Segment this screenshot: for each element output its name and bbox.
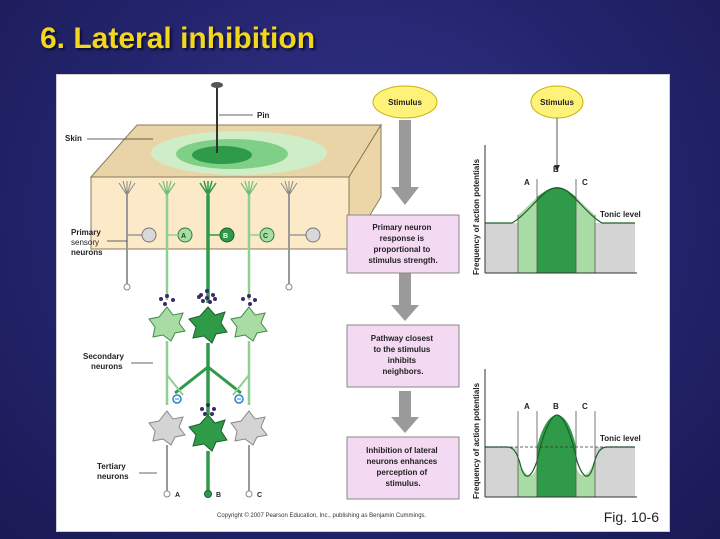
lateral-inhibition-diagram: Pin Skin [65,82,641,500]
flow-box-2-line-3: inhibits [388,356,417,365]
bottom-graph-ylabel: Frequency of action potentials [472,382,481,499]
flow-box-3-line-4: stimulus. [385,479,420,488]
secondary-label-2: neurons [91,362,123,371]
flow-box-2-line-1: Pathway closest [371,334,434,343]
primary-sensory-neurons [118,180,321,303]
primary-label-1: Primary [71,228,101,237]
primary-letter-b: B [223,233,228,240]
primary-label-3: neurons [71,248,103,257]
svg-text:Primary neuron respons: Primary neuron response is proportional … [368,223,437,265]
slide-title: 6. Lateral inhibition [40,22,316,55]
tertiary-letter-a: A [175,492,180,499]
flow-box-3 [346,436,460,500]
bottom-graph-tonic-label: Tonic level [600,434,641,443]
primary-label-2: sensory [71,238,99,247]
flow-box-3-line-2: neurons enhances [367,457,438,466]
top-graph-ylabel: Frequency of action potentials [472,158,481,275]
tertiary-label-1: Tertiary [97,462,126,471]
tertiary-letter-b: B [216,492,221,499]
flow-box-1-line-4: stimulus strength. [368,256,437,265]
skin-block [89,123,382,251]
flow-box-2 [346,324,460,388]
primary-letter-c: C [263,233,268,240]
top-graph-letter-b: B [553,165,559,174]
pin-label: Pin [257,111,270,120]
flow-box-3-line-1: Inhibition of lateral [366,446,438,455]
bottom-graph-letter-a: A [524,402,530,411]
flow-box-2-line-2: to the stimulus [373,345,430,354]
top-graph-letter-c: C [582,178,588,187]
stimulus-label: Stimulus [388,98,422,107]
flow-arrows [391,120,419,433]
flow-box-1-line-2: response is [380,234,425,243]
flow-box-3-line-3: perception of [377,468,428,477]
tertiary-letter-c: C [257,492,262,499]
secondary-neurons [148,289,268,415]
pin [211,82,253,153]
copyright-notice: Copyright © 2007 Pearson Education, Inc.… [217,513,427,519]
stimulus-bubble [372,85,438,119]
tertiary-neurons [148,403,268,498]
primary-letter-a: A [181,233,186,240]
flow-box-2-line-4: neighbors. [383,367,424,376]
flow-box-1-line-1: Primary neuron [372,223,431,232]
figure-panel: Pin Skin [56,74,670,532]
bottom-graph-letter-b: B [553,402,559,411]
top-graph-tonic-label: Tonic level [600,210,641,219]
figure-number: Fig. 10-6 [603,509,659,525]
top-graph [484,145,637,274]
flow-box-1-line-3: proportional to [373,245,430,254]
flow-box-1 [346,214,460,274]
svg-text:Pathway closest to the: Pathway closest to the stimulus inhibits… [371,334,435,376]
svg-text:Inhibition of lateral: Inhibition of lateral neurons enhances p… [366,446,440,488]
bottom-graph-letter-c: C [582,402,588,411]
bottom-graph [484,369,637,498]
top-graph-letter-a: A [524,178,530,187]
graph-stimulus-label: Stimulus [540,98,574,107]
secondary-label-1: Secondary [83,352,124,361]
skin-label: Skin [65,134,82,143]
tertiary-label-2: neurons [97,472,129,481]
